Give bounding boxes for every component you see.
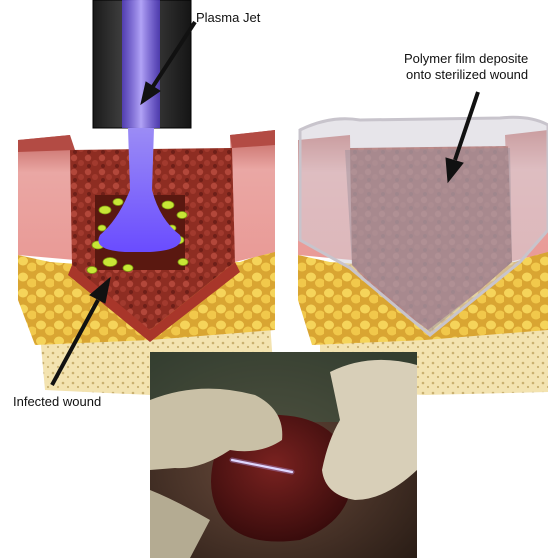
- polymer-label-line-1: Polymer film deposite: [404, 51, 548, 67]
- surgery-photo: [150, 352, 417, 558]
- gloved-hand-right: [322, 360, 417, 500]
- skin-layer-left: [18, 135, 75, 260]
- plasma-jet-label: Plasma Jet: [196, 10, 260, 26]
- polymer-label-line-2: onto sterilized wound: [404, 67, 548, 83]
- infected-wound-label: Infected wound: [13, 394, 101, 410]
- plasma-beam: [122, 0, 160, 128]
- skin-layer-right: [230, 130, 275, 262]
- polymer-film-label: Polymer film deposite onto sterilized wo…: [404, 51, 548, 83]
